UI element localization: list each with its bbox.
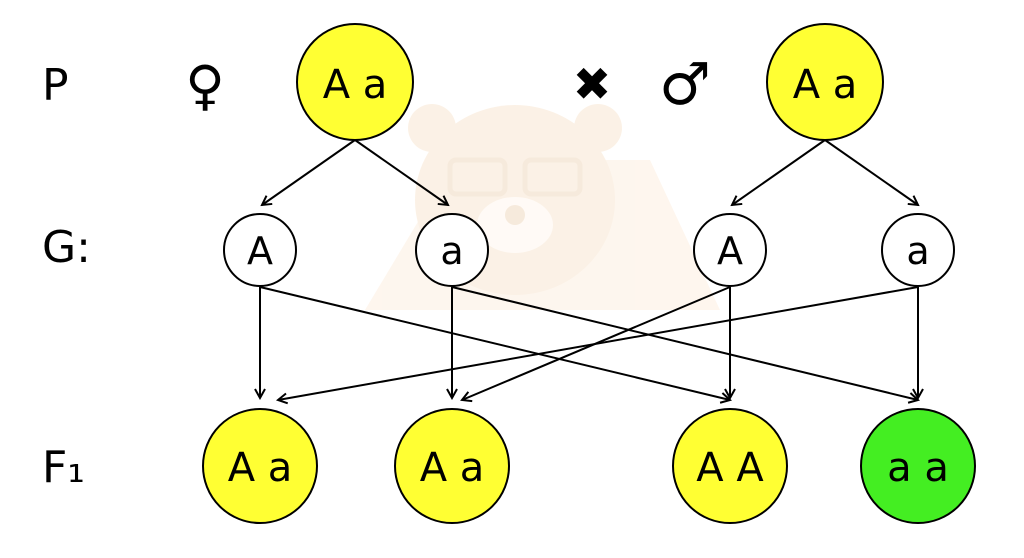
bear-watermark-icon <box>365 104 720 310</box>
parent-female-genotype: A a <box>323 62 388 108</box>
gamete-female-1: A <box>223 213 297 287</box>
offspring-genotype: a a <box>887 445 949 491</box>
gamete-allele: A <box>247 229 273 273</box>
offspring-genotype: A a <box>228 445 293 491</box>
gamete-allele: A <box>717 229 743 273</box>
parent-to-gamete-arrows <box>262 139 918 205</box>
row-label-offspring: F₁ <box>42 442 85 493</box>
arrow <box>262 139 356 205</box>
offspring-1: A a <box>202 408 318 524</box>
parent-female: A a <box>296 23 414 141</box>
gamete-male-2: a <box>881 213 955 287</box>
arrow <box>354 139 448 205</box>
gamete-female-2: a <box>415 213 489 287</box>
offspring-2: A a <box>394 408 510 524</box>
row-label-gametes: G: <box>42 222 91 273</box>
gamete-allele: a <box>906 229 929 273</box>
arrow <box>451 286 918 400</box>
arrow <box>278 286 919 400</box>
arrow <box>259 286 730 400</box>
parent-male-genotype: A a <box>793 62 858 108</box>
offspring-3: A A <box>672 408 788 524</box>
gamete-allele: a <box>440 229 463 273</box>
offspring-genotype: A A <box>696 445 764 491</box>
male-symbol-icon: ♂ <box>659 50 711 118</box>
arrow <box>732 139 826 205</box>
gamete-male-1: A <box>693 213 767 287</box>
parent-male: A a <box>766 23 884 141</box>
offspring-genotype: A a <box>420 445 485 491</box>
female-symbol-icon: ♀ <box>185 54 225 117</box>
row-label-parents: P <box>42 60 69 111</box>
gamete-to-offspring-arrows <box>259 286 919 400</box>
arrow <box>824 139 918 205</box>
cross-symbol-icon: ✖ <box>573 57 612 111</box>
offspring-4: a a <box>860 408 976 524</box>
